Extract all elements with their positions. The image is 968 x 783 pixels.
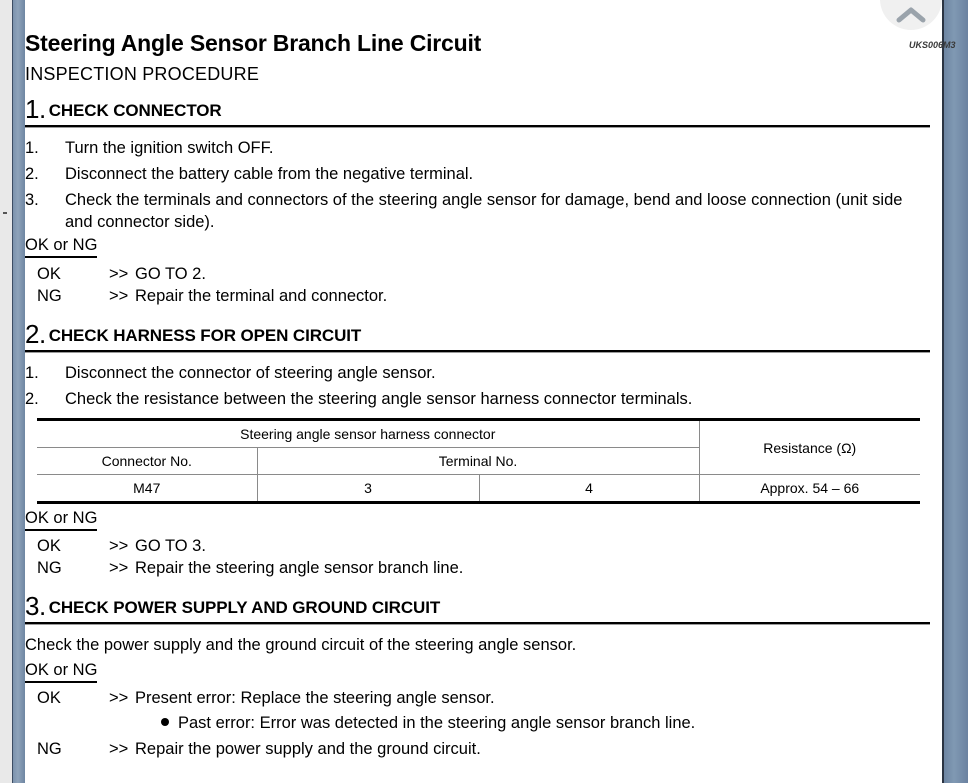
result-tag: NG [37,559,62,577]
bullet-dot-icon [161,718,169,726]
result-arrow: >> [109,287,129,305]
step-1-item-2: 2. Disconnect the battery cable from the… [25,163,930,185]
cell-terminal-b: 4 [479,474,700,504]
table-header-group: Steering angle sensor harness connector [37,418,700,448]
list-index: 3. [25,191,39,209]
cell-connector-no: M47 [37,474,258,504]
result-arrow: >> [109,740,129,758]
page-title: Steering Angle Sensor Branch Line Circui… [25,30,482,56]
step-2-number: 2. [25,319,46,349]
result-bullet-2: Past error: Error was detected in the st… [178,714,696,732]
list-index: 2. [25,165,39,183]
result-text: Repair the terminal and connector. [135,287,388,305]
step-3-result-ng: NG >> Repair the power supply and the gr… [37,738,481,760]
cell-terminal-a: 3 [257,474,480,504]
step-3-number: 3. [25,591,46,621]
result-bullet-wrap: Present error: Replace the steering angl… [135,687,495,709]
step-1-number: 1. [25,94,46,124]
result-tag: NG [37,287,62,305]
result-arrow: >> [109,559,129,577]
result-tag: OK [37,689,61,707]
divider-step-2 [25,350,930,353]
step-3-okng-heading: OK or NG [25,661,98,683]
cell-resistance: Approx. 54 – 66 [699,474,920,504]
result-tag: OK [37,537,61,555]
step-1-label: CHECK CONNECTOR [48,101,222,120]
result-tag: OK [37,265,61,283]
left-scrollbar-thumb[interactable] [12,0,25,783]
left-scrollbar-track[interactable] [0,0,12,783]
list-index: 1. [25,139,39,157]
table-row-sub-header: Connector No. Terminal No. [37,447,920,475]
result-text: Repair the steering angle sensor branch … [135,559,464,577]
step-1-result-ng: NG >> Repair the terminal and connector. [37,285,387,307]
step-3-result-ok: OK >> Present error: Replace the steerin… [37,687,495,709]
table-row: M47 3 4 Approx. 54 – 66 [37,474,920,504]
step-3-label: CHECK POWER SUPPLY AND GROUND CIRCUIT [48,598,441,617]
step-2-item-1: 1. Disconnect the connector of steering … [25,362,930,384]
document-code: UKS006M3 [909,40,956,50]
list-index: 2. [25,390,39,408]
result-bullet-1: Present error: Replace the steering angl… [135,689,495,707]
result-text: GO TO 3. [135,537,206,555]
step-1-item-1: 1. Turn the ignition switch OFF. [25,137,930,159]
table-header-connector-no: Connector No. [37,447,258,475]
page-subtitle: INSPECTION PROCEDURE [25,64,260,84]
step-2-item-2: 2. Check the resistance between the stee… [25,388,930,410]
step-3-paragraph: Check the power supply and the ground ci… [25,636,577,654]
table-row-group-header: Steering angle sensor harness connector … [37,418,920,475]
table-header-terminal-no: Terminal No. [257,447,700,475]
list-text: Disconnect the connector of steering ang… [65,364,436,382]
divider-step-3 [25,622,930,625]
document-page: Steering Angle Sensor Branch Line Circui… [25,0,956,783]
scrollbar-tick-mark [3,212,7,214]
step-2-result-ok: OK >> GO TO 3. [37,535,206,557]
list-index: 1. [25,364,39,382]
list-text: Check the terminals and connectors of th… [65,191,903,231]
step-3-heading: 3.CHECK POWER SUPPLY AND GROUND CIRCUIT [25,591,440,622]
result-tag: NG [37,740,62,758]
resistance-spec-table: Steering angle sensor harness connector … [37,418,920,504]
list-text: Disconnect the battery cable from the ne… [65,165,474,183]
step-3-result-ok-bullet-2: Past error: Error was detected in the st… [161,712,695,734]
step-1-okng-heading: OK or NG [25,236,98,258]
step-2-result-ng: NG >> Repair the steering angle sensor b… [37,557,463,579]
result-arrow: >> [109,689,129,707]
result-arrow: >> [109,537,129,555]
result-arrow: >> [109,265,129,283]
step-2-heading: 2.CHECK HARNESS FOR OPEN CIRCUIT [25,319,361,350]
table-header-resistance: Resistance (Ω) [699,418,920,475]
result-text: GO TO 2. [135,265,206,283]
result-text: Repair the power supply and the ground c… [135,740,481,758]
list-text: Check the resistance between the steerin… [65,390,693,408]
step-1-result-ok: OK >> GO TO 2. [37,263,206,285]
chevron-up-icon [896,6,926,24]
step-2-label: CHECK HARNESS FOR OPEN CIRCUIT [48,326,362,345]
step-2-okng-heading: OK or NG [25,509,98,531]
right-scrollbar[interactable] [942,0,968,783]
step-1-heading: 1.CHECK CONNECTOR [25,94,222,125]
divider-step-1 [25,125,930,128]
list-text: Turn the ignition switch OFF. [65,139,274,157]
collapse-button[interactable] [880,0,942,30]
step-1-item-3: 3. Check the terminals and connectors of… [25,189,930,233]
